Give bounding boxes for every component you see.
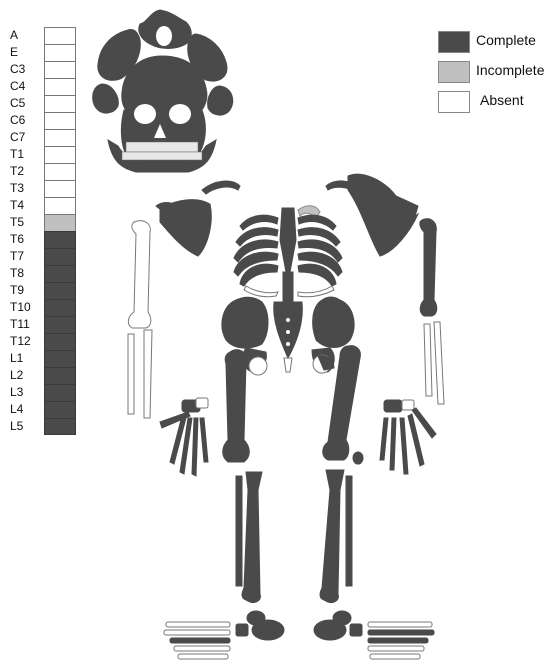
right-fibula	[346, 476, 352, 586]
right-metatarsal	[368, 630, 434, 635]
right-metatarsal	[368, 646, 424, 651]
rib-cage	[234, 206, 342, 302]
left-metatarsal	[170, 638, 230, 643]
right-carpal-outline	[402, 400, 414, 410]
right-toes	[368, 622, 434, 659]
sacral-foramen	[286, 330, 290, 334]
right-patella	[353, 452, 363, 464]
left-leg	[223, 350, 262, 603]
left-ilium	[222, 297, 268, 348]
sacral-foramen	[286, 318, 290, 322]
left-tibia	[242, 472, 262, 603]
left-hand	[160, 398, 208, 476]
left-carpal-outline	[196, 398, 208, 408]
right-tibia	[320, 470, 344, 603]
left-foot	[164, 611, 284, 659]
skull-upper-teeth	[126, 142, 198, 152]
left-acetabulum	[249, 357, 267, 375]
right-tarsal	[350, 624, 362, 636]
skull-left-orbit	[134, 104, 156, 124]
left-lower-rib-fragments	[244, 286, 278, 297]
right-humerus	[420, 219, 437, 316]
left-fibula	[236, 476, 242, 586]
left-tarsal	[236, 624, 248, 636]
skull-left-temporal	[93, 84, 119, 113]
sacrum	[274, 302, 303, 358]
right-finger-2	[390, 418, 396, 470]
left-ulna	[144, 330, 152, 418]
skull-right-orbit	[169, 104, 191, 124]
left-femur	[223, 350, 250, 462]
coccyx	[284, 358, 292, 372]
sacral-foramen	[286, 342, 290, 346]
right-leg	[320, 346, 363, 603]
left-metatarsal	[164, 630, 230, 635]
right-ulna	[434, 322, 444, 404]
right-hand	[380, 400, 436, 474]
sternum	[280, 208, 296, 272]
left-metatarsal	[166, 622, 230, 627]
right-finger-1	[380, 418, 388, 460]
left-talus	[247, 611, 265, 625]
left-arm	[128, 221, 152, 418]
left-radius	[128, 334, 134, 414]
right-finger-3	[400, 418, 408, 474]
skull-occipital-hole	[156, 26, 172, 46]
left-finger-4	[192, 418, 198, 476]
skull-right-temporal	[208, 86, 233, 115]
right-lower-rib-fragments	[298, 286, 334, 297]
left-finger-5	[200, 418, 208, 462]
right-carpals	[384, 400, 402, 412]
right-metatarsal	[368, 622, 432, 627]
left-patella	[229, 446, 239, 458]
left-metatarsal	[174, 646, 230, 651]
skull-lower-teeth	[122, 152, 202, 160]
right-talus	[333, 611, 351, 625]
left-toes	[164, 622, 230, 659]
right-arm	[420, 219, 444, 404]
skull	[93, 10, 233, 172]
right-radius	[424, 324, 432, 396]
right-metatarsal	[368, 638, 428, 643]
right-foot	[314, 611, 434, 659]
left-metatarsal	[178, 654, 228, 659]
right-metatarsal	[370, 654, 420, 659]
left-humerus	[128, 221, 150, 328]
thoracic-spine	[283, 272, 293, 302]
right-ilium	[313, 297, 354, 348]
left-clavicle	[202, 181, 240, 194]
